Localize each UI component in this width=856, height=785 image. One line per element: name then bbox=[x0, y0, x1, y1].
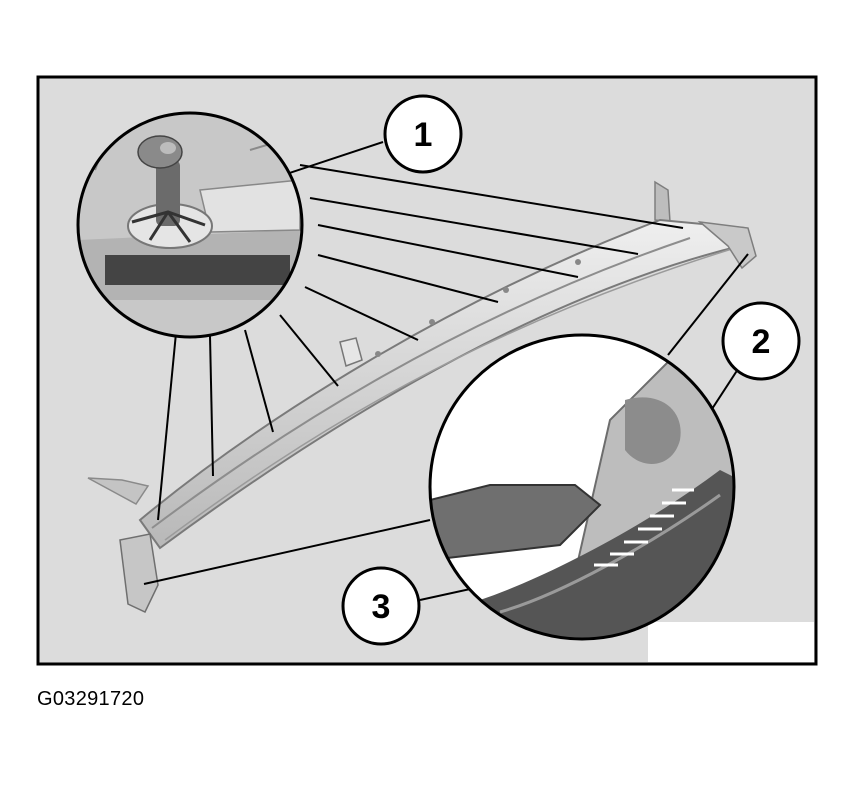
photo-corner-blank bbox=[648, 622, 814, 662]
callout-3-label: 3 bbox=[372, 588, 391, 626]
callout-2-label: 2 bbox=[752, 323, 771, 361]
callout-3: 3 bbox=[341, 566, 421, 646]
callout-1: 1 bbox=[383, 94, 463, 174]
callout-2: 2 bbox=[721, 301, 801, 381]
detail-circle-clip bbox=[76, 111, 304, 339]
callout-1-label: 1 bbox=[414, 116, 433, 154]
detail-circle-clip-mount bbox=[428, 333, 736, 641]
figure-id-caption: G03291720 bbox=[37, 688, 145, 710]
trim-rail bbox=[87, 180, 757, 613]
